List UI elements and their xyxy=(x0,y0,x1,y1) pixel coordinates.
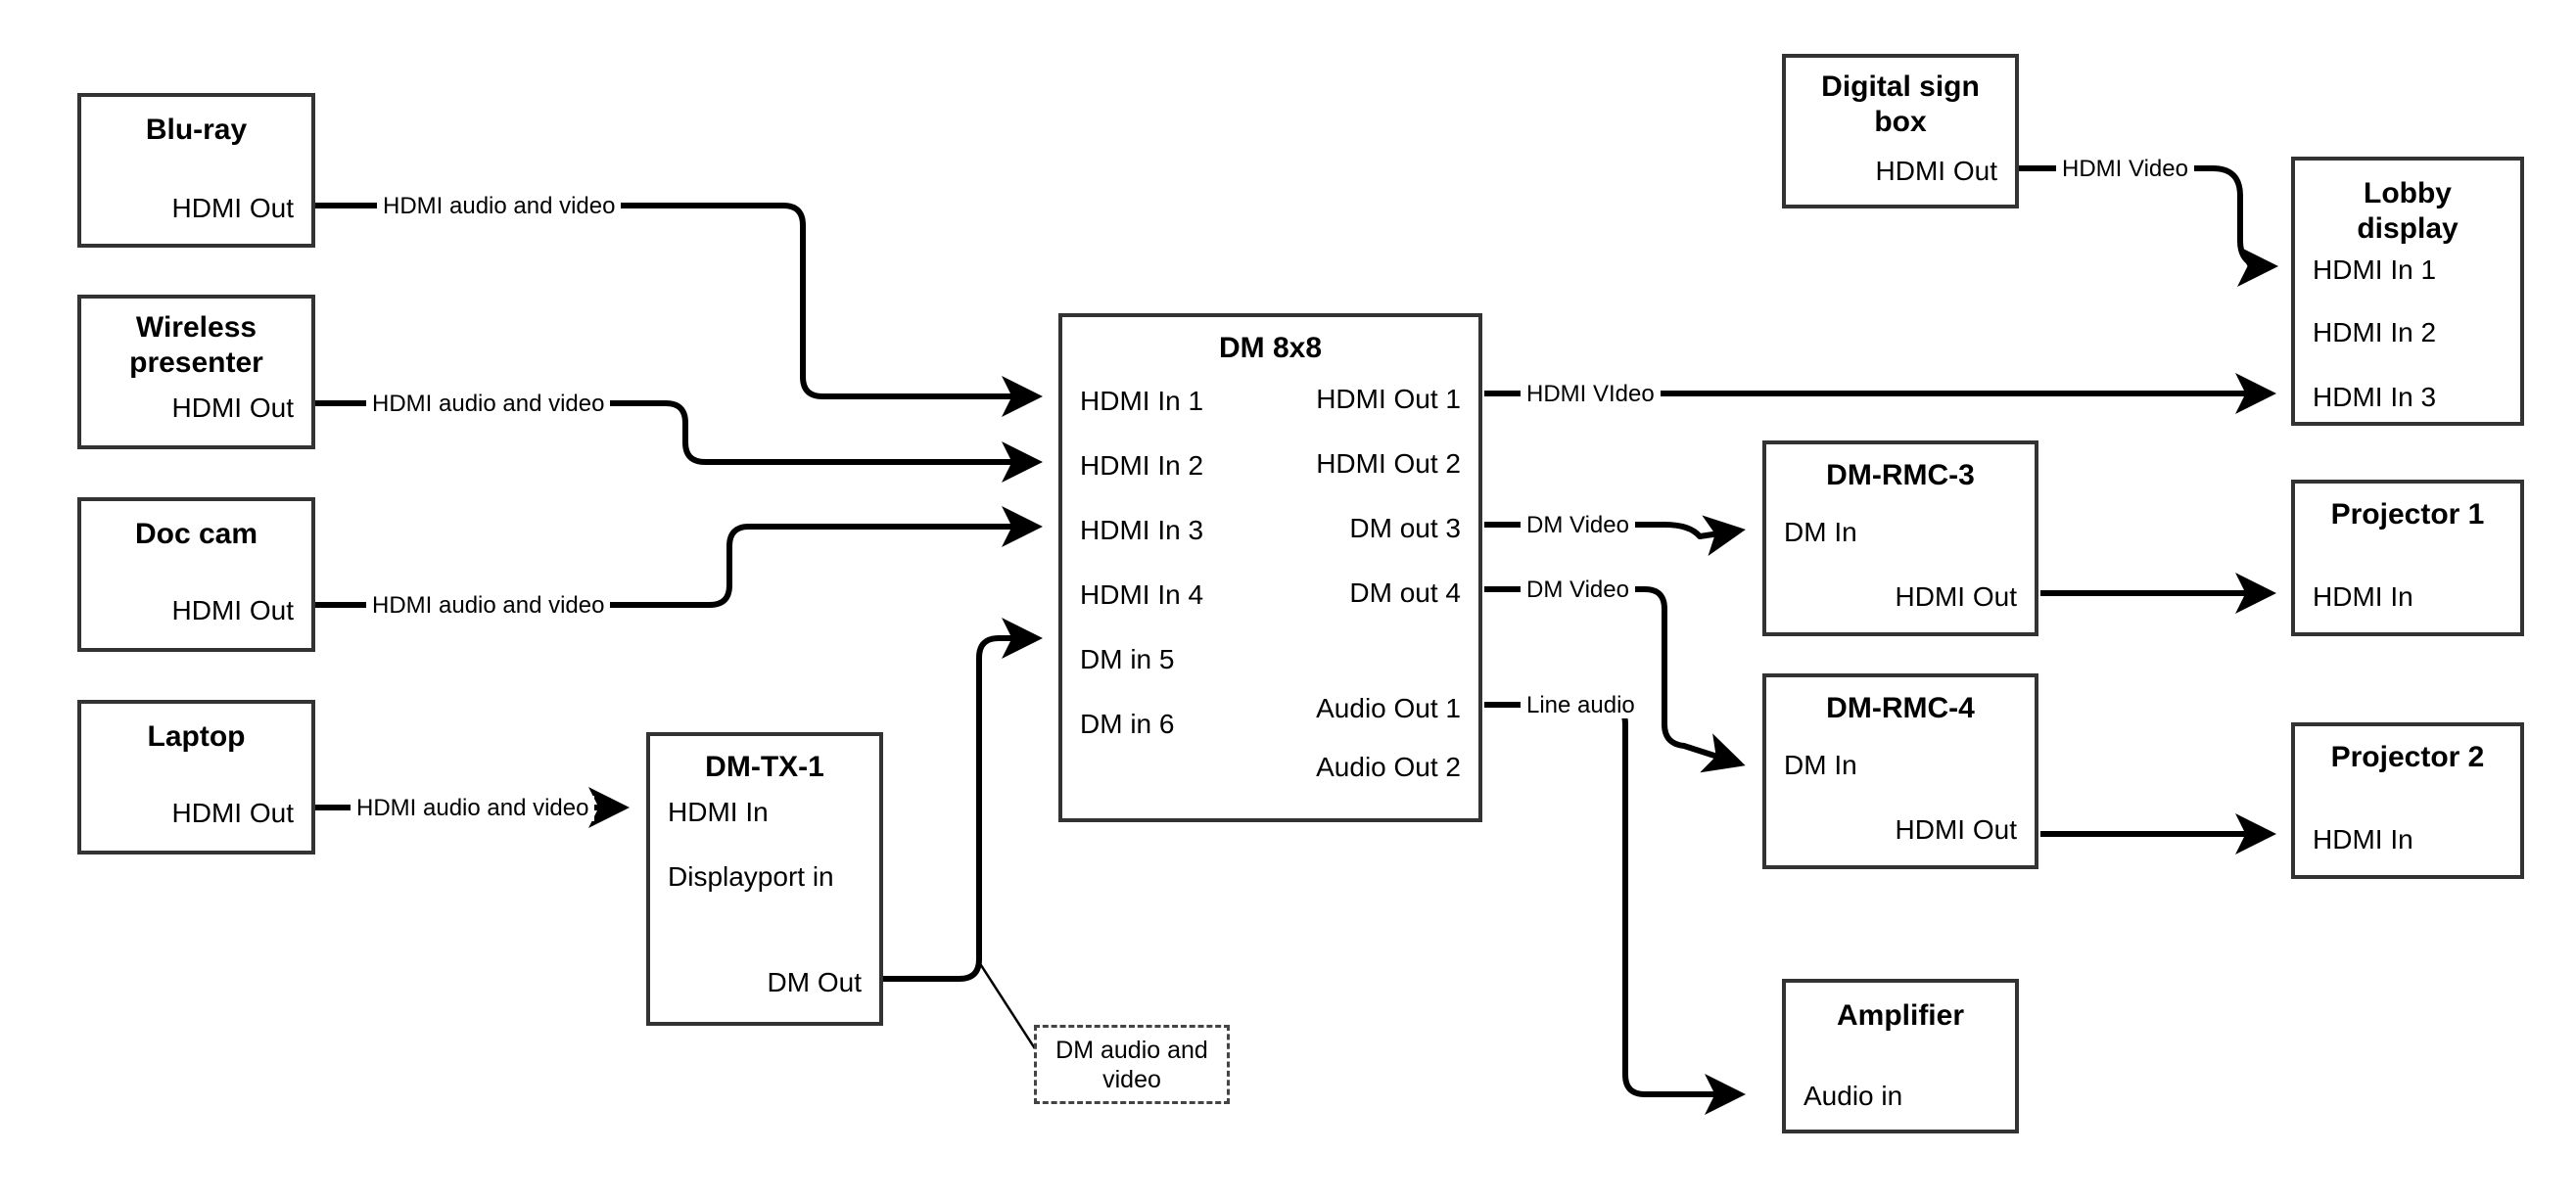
node-doc-cam[interactable]: Doc cam HDMI Out xyxy=(77,497,315,652)
node-dm-rmc-3-title: DM-RMC-3 xyxy=(1826,459,1975,491)
edge-label-sign-to-lobby: HDMI Video xyxy=(2056,157,2194,182)
node-projector-2-title: Projector 2 xyxy=(2330,741,2485,773)
port-dmrmc3-hdmi-out[interactable]: HDMI Out xyxy=(1895,581,2017,612)
node-dm-8x8[interactable]: DM 8x8 HDMI In 1 HDMI In 2 HDMI In 3 HDM… xyxy=(1058,313,1482,822)
node-projector-1[interactable]: Projector 1 HDMI In xyxy=(2291,480,2524,636)
wire-bluray-to-dm8x8 xyxy=(315,203,1043,417)
node-dm-rmc-3[interactable]: DM-RMC-3 DM In HDMI Out xyxy=(1762,440,2038,636)
port-dm8x8-hdmi-out-1[interactable]: HDMI Out 1 xyxy=(1316,384,1461,414)
note-leader-line xyxy=(977,961,1040,1054)
port-dm8x8-dm-in-6[interactable]: DM in 6 xyxy=(1080,709,1175,739)
port-dm8x8-dm-in-5[interactable]: DM in 5 xyxy=(1080,644,1175,674)
node-doc-cam-title: Doc cam xyxy=(134,518,258,550)
port-dm8x8-dm-out-4[interactable]: DM out 4 xyxy=(1349,577,1461,608)
node-dm-tx-1[interactable]: DM-TX-1 HDMI In Displayport in DM Out xyxy=(646,732,883,1026)
port-dm8x8-hdmi-in-3[interactable]: HDMI In 3 xyxy=(1080,515,1204,545)
port-dmrmc3-dm-in[interactable]: DM In xyxy=(1784,517,1857,547)
node-digital-sign-box[interactable]: Digital sign box HDMI Out xyxy=(1782,54,2019,208)
node-lobby-display[interactable]: Lobby display HDMI In 1 HDMI In 2 HDMI I… xyxy=(2291,157,2524,426)
port-dm8x8-hdmi-in-2[interactable]: HDMI In 2 xyxy=(1080,450,1204,481)
port-lobby-hdmi-in-2[interactable]: HDMI In 2 xyxy=(2313,317,2437,347)
port-dmrmc4-hdmi-out[interactable]: HDMI Out xyxy=(1895,814,2017,845)
port-digitalsign-hdmi-out[interactable]: HDMI Out xyxy=(1875,156,1997,186)
port-projector2-hdmi-in[interactable]: HDMI In xyxy=(2313,824,2413,855)
node-dm-rmc-4-title: DM-RMC-4 xyxy=(1826,692,1975,724)
port-lobby-hdmi-in-1[interactable]: HDMI In 1 xyxy=(2313,254,2437,285)
node-projector-1-title: Projector 1 xyxy=(2330,498,2485,531)
port-projector1-hdmi-in[interactable]: HDMI In xyxy=(2313,581,2413,612)
port-dm8x8-hdmi-in-4[interactable]: HDMI In 4 xyxy=(1080,579,1204,610)
edge-label-dm8x8-out3-to-rmc3: DM Video xyxy=(1521,513,1635,538)
port-dm8x8-hdmi-in-1[interactable]: HDMI In 1 xyxy=(1080,386,1204,416)
port-dm8x8-audio-out-2[interactable]: Audio Out 2 xyxy=(1316,752,1461,782)
node-projector-2[interactable]: Projector 2 HDMI In xyxy=(2291,722,2524,879)
port-laptop-hdmi-out[interactable]: HDMI Out xyxy=(171,798,294,828)
edge-label-dm8x8-out4-to-rmc4: DM Video xyxy=(1521,577,1635,603)
port-dmtx1-dm-out[interactable]: DM Out xyxy=(767,967,862,997)
edge-label-doccam-to-dm8x8: HDMI audio and video xyxy=(366,593,611,619)
edge-label-dm8x8-audio-to-amp: Line audio xyxy=(1521,693,1641,718)
port-dm8x8-audio-out-1[interactable]: Audio Out 1 xyxy=(1316,693,1461,723)
node-dm-rmc-4[interactable]: DM-RMC-4 DM In HDMI Out xyxy=(1762,673,2038,869)
port-amplifier-audio-in[interactable]: Audio in xyxy=(1803,1081,1903,1111)
port-bluray-hdmi-out[interactable]: HDMI Out xyxy=(171,193,294,223)
wire-dmtx1-to-dm8x8 xyxy=(883,618,1043,982)
port-dm8x8-dm-out-3[interactable]: DM out 3 xyxy=(1349,513,1461,543)
port-dmtx1-displayport-in[interactable]: Displayport in xyxy=(668,861,834,892)
wire-dm8x8-audio-to-amp xyxy=(1484,702,1746,1115)
port-dmrmc4-dm-in[interactable]: DM In xyxy=(1784,750,1857,780)
node-amplifier-title: Amplifier xyxy=(1836,999,1965,1032)
edge-label-bluray-to-dm8x8: HDMI audio and video xyxy=(377,194,622,219)
node-wireless-presenter-title: Wireless presenter xyxy=(129,311,263,379)
port-lobby-hdmi-in-3[interactable]: HDMI In 3 xyxy=(2313,382,2437,412)
port-dm8x8-hdmi-out-2[interactable]: HDMI Out 2 xyxy=(1316,448,1461,479)
edge-label-laptop-to-dmtx1: HDMI audio and video xyxy=(351,796,595,821)
node-laptop[interactable]: Laptop HDMI Out xyxy=(77,700,315,855)
node-amplifier[interactable]: Amplifier Audio in xyxy=(1782,979,2019,1133)
edge-label-wireless-to-dm8x8: HDMI audio and video xyxy=(366,392,611,417)
edge-label-dm8x8-out1-to-lobby: HDMI VIdeo xyxy=(1521,382,1661,407)
node-wireless-presenter[interactable]: Wireless presenter HDMI Out xyxy=(77,295,315,449)
wire-dm8x8-out4-to-rmc4 xyxy=(1484,586,1746,773)
port-wireless-hdmi-out[interactable]: HDMI Out xyxy=(171,393,294,423)
port-doccam-hdmi-out[interactable]: HDMI Out xyxy=(171,595,294,625)
node-dm-tx-1-title: DM-TX-1 xyxy=(705,751,824,783)
node-bluray-title: Blu-ray xyxy=(145,114,248,146)
node-digital-sign-box-title: Digital sign box xyxy=(1821,70,1980,138)
node-bluray[interactable]: Blu-ray HDMI Out xyxy=(77,93,315,248)
node-laptop-title: Laptop xyxy=(147,720,246,753)
note-dm-audio-and-video: DM audio and video xyxy=(1034,1025,1230,1104)
wire-sign-to-lobby xyxy=(2019,165,2278,287)
port-dmtx1-hdmi-in[interactable]: HDMI In xyxy=(668,797,769,827)
node-lobby-display-title: Lobby display xyxy=(2357,177,2459,245)
node-dm-8x8-title: DM 8x8 xyxy=(1218,332,1323,364)
